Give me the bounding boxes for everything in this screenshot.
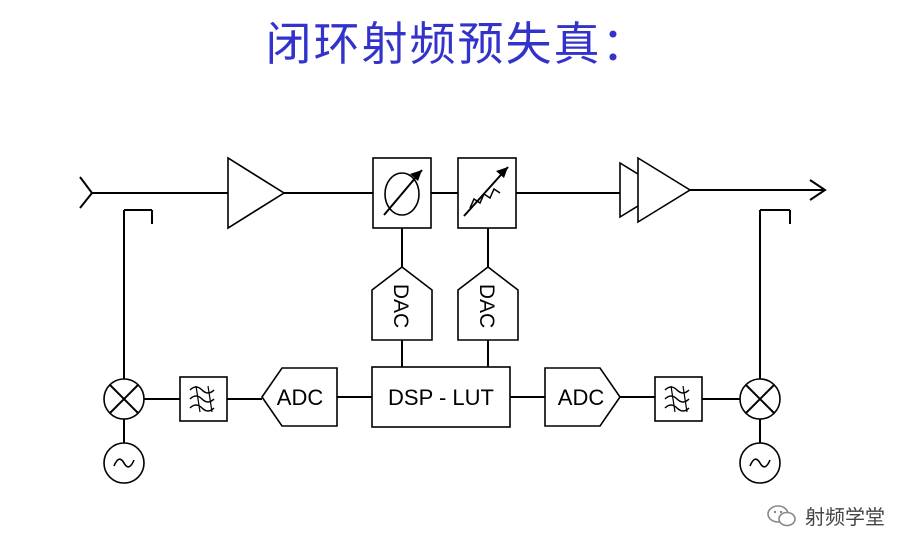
adc-right-label: ADC (558, 385, 605, 410)
dac-phase-block: DAC (371, 265, 433, 341)
output-coupler (759, 209, 791, 380)
phase-shifter-icon (372, 157, 432, 229)
bandpass-filter-icon (654, 376, 703, 422)
dsp-lut-block: DSP - LUT (371, 366, 511, 428)
oscillator-icon (103, 442, 145, 484)
output-arrow-icon (809, 179, 827, 201)
driver-amplifier-icon (227, 156, 286, 230)
page-title: 闭环射频预失真： (265, 17, 650, 71)
dac-gain-label: DAC (475, 284, 498, 328)
bandpass-filter-icon (179, 376, 228, 422)
dac-gain-block: DAC (457, 265, 519, 341)
dac-phase-label: DAC (389, 284, 412, 328)
adc-right-block: ADC (544, 367, 621, 427)
mixer-icon (739, 378, 781, 420)
oscillator-icon (739, 442, 781, 484)
wechat-icon (767, 504, 797, 528)
adc-left-block: ADC (261, 367, 338, 427)
input-antenna-icon (79, 176, 94, 209)
dsp-lut-label: DSP - LUT (388, 385, 494, 410)
main-signal-path (79, 156, 827, 230)
power-amplifier-icon (619, 156, 692, 224)
input-coupler (123, 209, 153, 380)
variable-attenuator-icon (457, 157, 517, 229)
watermark-text: 射频学堂 (805, 505, 885, 529)
watermark: 射频学堂 (767, 501, 885, 530)
adc-left-label: ADC (277, 385, 324, 410)
mixer-icon (103, 378, 145, 420)
